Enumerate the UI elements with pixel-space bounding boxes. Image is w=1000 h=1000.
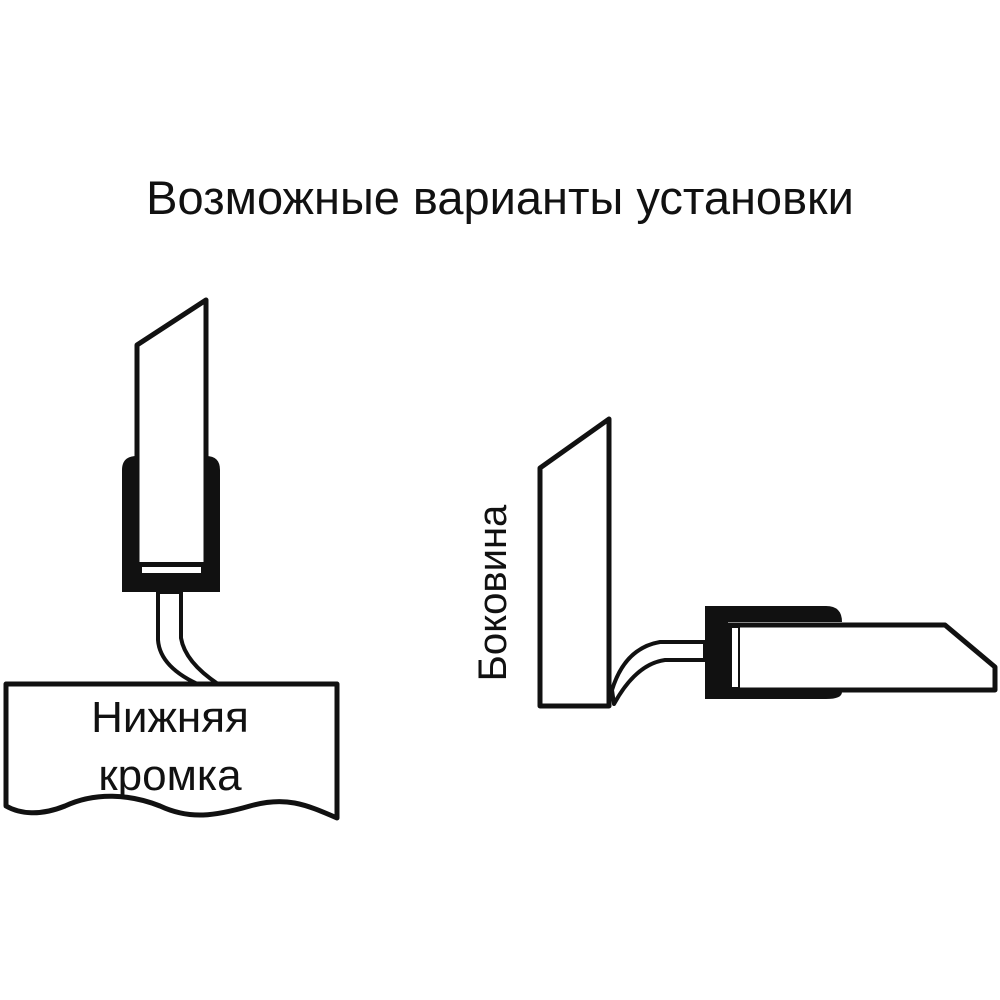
bottom-edge-label-line1: Нижняя	[91, 693, 249, 742]
bottom-edge-label-line2: кромка	[98, 751, 242, 800]
side-wall-panel	[537, 416, 612, 709]
glass-panel	[134, 297, 209, 568]
u-profile-seal-horizontal	[705, 606, 842, 699]
seal-lip-horizontal	[610, 640, 707, 706]
glass-edge-inner-horizontal	[730, 626, 740, 689]
variant-side-wall: Боковина	[471, 416, 998, 709]
u-profile-seal	[122, 456, 220, 592]
glass-panel-horizontal	[725, 622, 998, 693]
seal-lip	[156, 590, 220, 688]
side-wall-label: Боковина	[471, 504, 515, 681]
glass-edge-inner	[140, 565, 203, 575]
variant-bottom-edge: Нижняя кромка	[3, 297, 340, 821]
figure-title: Возможные варианты установки	[146, 171, 854, 224]
bottom-edge-panel	[3, 681, 340, 821]
